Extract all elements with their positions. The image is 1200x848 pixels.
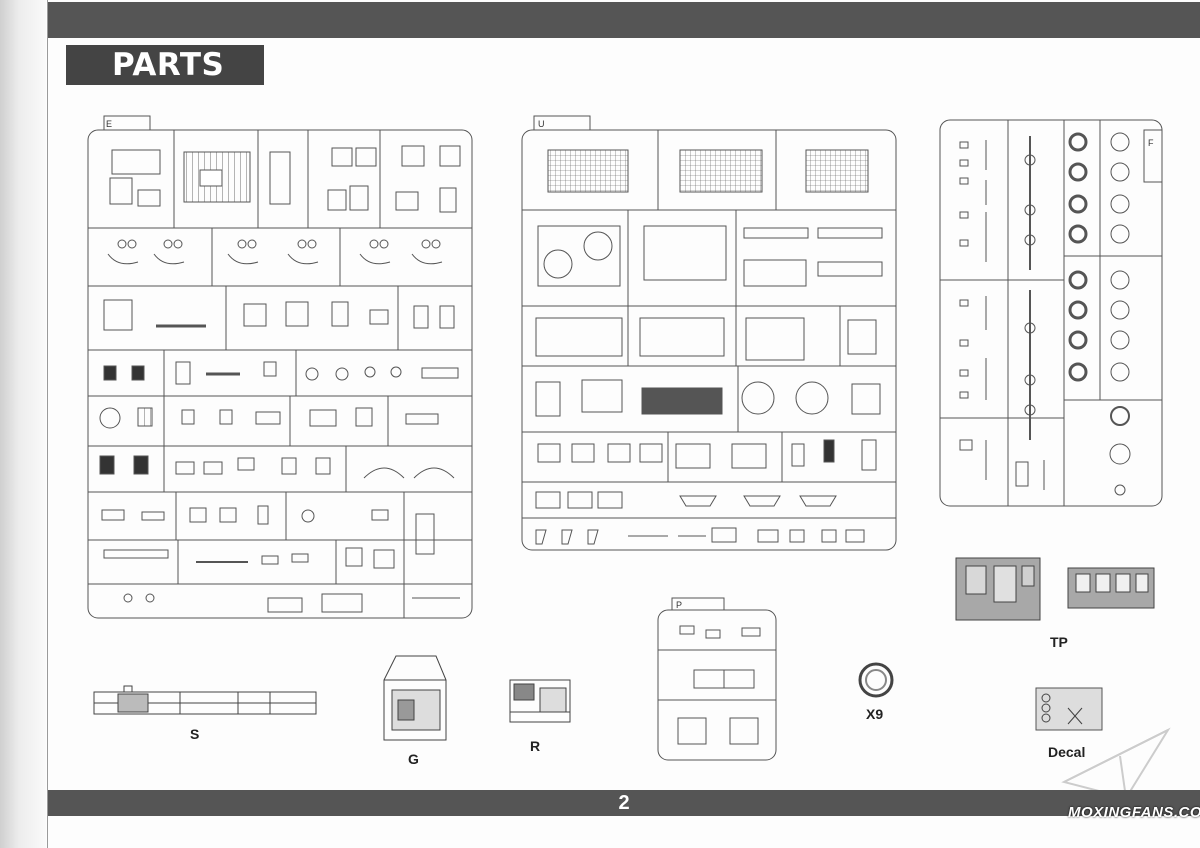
page-spine-shadow: [0, 0, 46, 848]
sprue-e: [87, 115, 473, 619]
watermark-plane-icon: [1061, 727, 1171, 800]
sprue-f: [939, 119, 1163, 507]
title-box: PARTS: [66, 45, 264, 85]
sprue-e-letter: E: [106, 119, 112, 129]
part-s-chassis: [93, 685, 317, 715]
footer-bar: 2: [48, 790, 1200, 816]
sprue-f-letter: F: [1148, 138, 1154, 148]
photo-etch-sheets: [955, 557, 1155, 621]
part-x9-tire: [858, 662, 894, 698]
part-g-label: G: [408, 751, 419, 767]
sprue-u-letter: U: [538, 119, 545, 129]
sprue-p-letter: P: [676, 600, 682, 610]
part-r-label: R: [530, 738, 541, 754]
decal-sheet: [1035, 687, 1103, 731]
page-spine-line: [47, 0, 48, 848]
photo-etch-label: TP: [1050, 634, 1068, 650]
part-g-cab: [383, 655, 447, 741]
part-x9-label: X9: [866, 706, 884, 722]
watermark-text: MOXINGFANS.COM: [1068, 804, 1200, 821]
sprue-u: [521, 115, 897, 551]
part-s-label: S: [190, 726, 200, 742]
page-number: 2: [618, 792, 630, 814]
decal-label: Decal: [1048, 744, 1086, 760]
sprue-p: [657, 597, 777, 761]
header-bar: [48, 2, 1200, 38]
page-title: PARTS: [112, 47, 225, 83]
part-r-engine: [509, 679, 571, 723]
